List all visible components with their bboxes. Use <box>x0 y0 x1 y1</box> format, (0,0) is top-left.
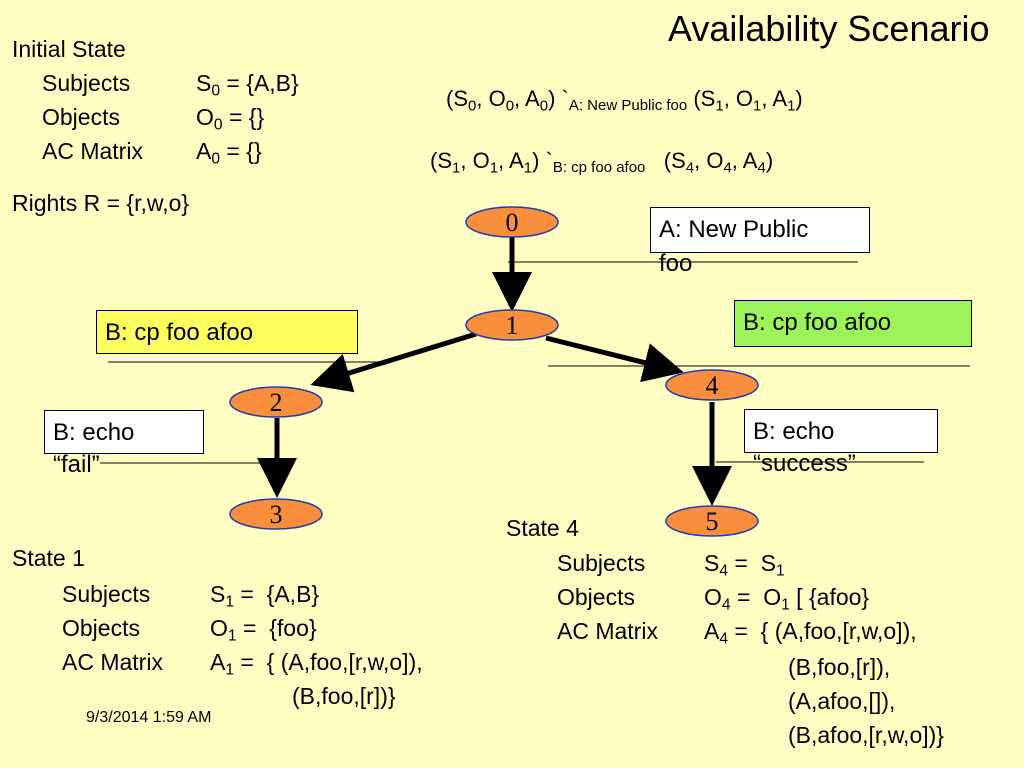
box-b-echo-success-line2: “success” <box>753 450 856 477</box>
initial-ac-value: A0 = {} <box>196 138 262 168</box>
node-5-label: 5 <box>706 507 719 536</box>
box-a-new-public-line2: foo <box>659 250 693 277</box>
box-b-echo-fail-line1: B: echo <box>53 419 135 446</box>
state4-heading: State 4 <box>506 515 579 541</box>
state1-subjects-label: Subjects <box>62 581 151 607</box>
state4-ac-value-line3: (A,afoo,[]), <box>788 688 896 714</box>
state4-subjects-value: S4 = S1 <box>704 550 785 580</box>
box-a-new-public: A: New Public foo <box>650 207 870 277</box>
node-3-label: 3 <box>270 500 283 529</box>
node-5: 5 <box>665 505 759 537</box>
state1-ac-value: A1 = { (A,foo,[r,w,o]), <box>210 649 423 679</box>
box-b-cp-left-text: B: cp foo afoo <box>105 319 254 346</box>
initial-subjects-label: Subjects <box>42 70 131 96</box>
state1-objects-label: Objects <box>62 615 140 641</box>
box-a-new-public-line1: A: New Public <box>659 216 809 243</box>
state1-ac-label: AC Matrix <box>62 649 163 675</box>
transition-2: (S1, O1, A1) `B: cp foo afoo (S4, O4, A4… <box>430 148 774 177</box>
initial-subjects-value: S0 = {A,B} <box>196 70 299 100</box>
box-b-echo-fail-line2: “fail” <box>53 451 100 478</box>
slide-date: 9/3/2014 1:59 AM <box>86 709 212 726</box>
node-2: 2 <box>229 386 323 418</box>
node-1: 1 <box>465 309 559 341</box>
box-b-echo-fail: B: echo “fail” <box>44 410 204 478</box>
edge-1-to-4 <box>545 335 684 383</box>
state1-ac-value-line2: (B,foo,[r])} <box>292 683 396 709</box>
node-4-label: 4 <box>706 371 719 400</box>
transition-1: (S0, O0, A0) `A: New Public foo (S1, O1,… <box>446 86 803 115</box>
state4-ac-label: AC Matrix <box>557 618 658 644</box>
initial-state-heading: Initial State <box>12 36 126 62</box>
box-b-cp-right-text: B: cp foo afoo <box>743 309 892 336</box>
state1-objects-value: O1 = {foo} <box>210 615 317 645</box>
box-b-cp-left: B: cp foo afoo <box>96 310 358 354</box>
node-0-label: 0 <box>506 208 519 237</box>
initial-objects-value: O0 = {} <box>196 104 265 134</box>
state4-ac-value-line4: (B,afoo,[r,w,o])} <box>788 722 944 748</box>
box-b-echo-success-line1: B: echo <box>753 418 835 445</box>
edge-1-to-2 <box>310 331 477 393</box>
state4-objects-value: O4 = O1 [ {afoo} <box>704 584 870 614</box>
box-b-cp-right: B: cp foo afoo <box>734 300 972 347</box>
box-b-echo-success: B: echo “success” <box>744 409 938 477</box>
node-4: 4 <box>665 369 759 401</box>
node-1-label: 1 <box>506 311 519 340</box>
slide-title: Availability Scenario <box>668 8 990 49</box>
initial-objects-label: Objects <box>42 104 120 130</box>
initial-ac-label: AC Matrix <box>42 138 143 164</box>
node-0: 0 <box>465 206 559 238</box>
state4-objects-label: Objects <box>557 584 635 610</box>
node-2-label: 2 <box>270 388 283 417</box>
state1-heading: State 1 <box>12 545 85 571</box>
state1-subjects-value: S1 = {A,B} <box>210 581 320 611</box>
node-3: 3 <box>229 498 323 530</box>
state4-ac-value: A4 = { (A,foo,[r,w,o]), <box>704 618 917 648</box>
state4-subjects-label: Subjects <box>557 550 646 576</box>
state4-ac-value-line2: (B,foo,[r]), <box>788 654 891 680</box>
rights-line: Rights R = {r,w,o} <box>12 190 190 216</box>
